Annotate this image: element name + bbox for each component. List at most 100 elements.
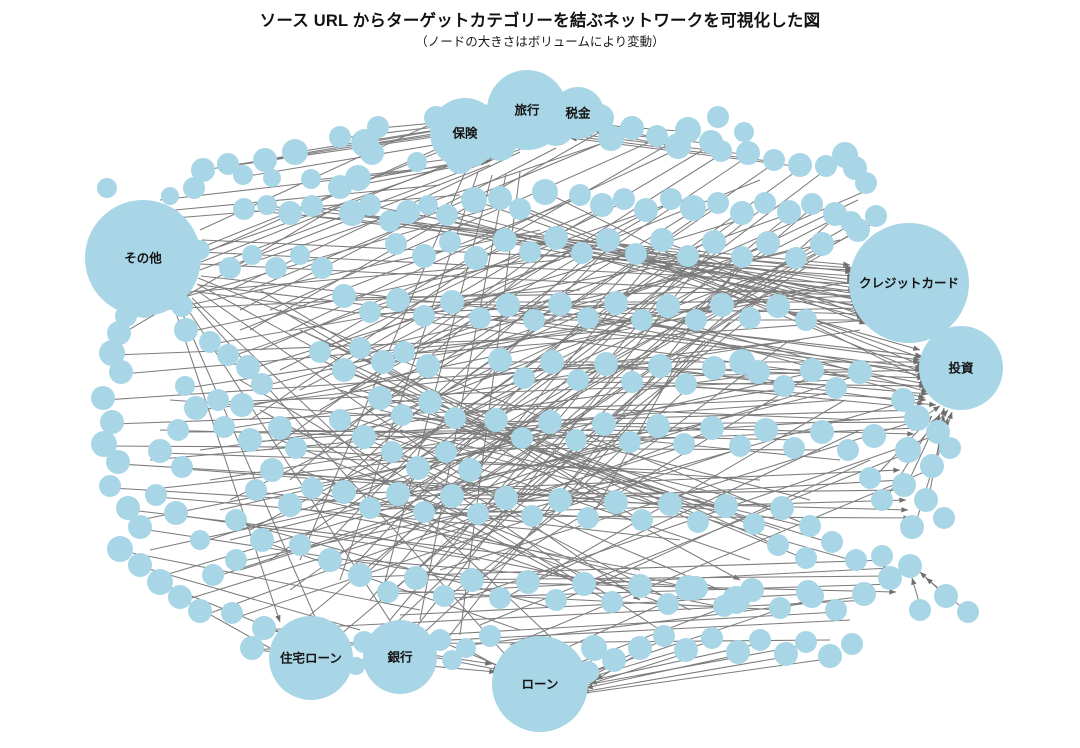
graph-node-bank[interactable] [363, 620, 437, 694]
graph-node[interactable] [257, 195, 277, 215]
graph-node[interactable] [862, 424, 886, 448]
graph-node[interactable] [282, 139, 308, 165]
graph-node[interactable] [602, 648, 626, 672]
graph-node[interactable] [240, 636, 264, 660]
graph-node[interactable] [621, 371, 643, 393]
graph-node[interactable] [674, 638, 698, 662]
graph-node[interactable] [301, 195, 323, 217]
graph-node[interactable] [469, 307, 491, 329]
graph-node[interactable] [592, 412, 616, 436]
graph-node[interactable] [509, 198, 531, 220]
graph-node[interactable] [777, 200, 801, 224]
graph-node[interactable] [604, 490, 628, 514]
graph-node[interactable] [548, 292, 572, 316]
graph-node[interactable] [675, 117, 701, 143]
graph-node[interactable] [91, 431, 117, 457]
graph-node[interactable] [109, 360, 133, 384]
graph-node[interactable] [332, 284, 356, 308]
graph-node[interactable] [253, 148, 277, 172]
graph-node[interactable] [348, 563, 372, 587]
graph-node[interactable] [329, 409, 351, 431]
graph-node[interactable] [440, 290, 464, 314]
graph-node[interactable] [815, 155, 837, 177]
graph-node[interactable] [634, 198, 658, 222]
graph-node[interactable] [795, 309, 817, 331]
graph-node[interactable] [957, 601, 979, 623]
graph-node[interactable] [625, 243, 647, 265]
graph-node[interactable] [191, 158, 215, 182]
graph-node[interactable] [349, 337, 371, 359]
graph-node[interactable] [714, 494, 738, 518]
graph-node[interactable] [596, 228, 620, 252]
graph-node[interactable] [147, 569, 173, 595]
graph-node[interactable] [107, 536, 133, 562]
graph-node[interactable] [488, 348, 512, 372]
graph-node[interactable] [933, 507, 955, 529]
graph-node[interactable] [548, 488, 572, 512]
graph-node[interactable] [658, 492, 682, 516]
graph-node[interactable] [236, 355, 260, 379]
graph-node[interactable] [493, 228, 517, 252]
graph-node[interactable] [939, 437, 961, 459]
graph-node[interactable] [360, 141, 384, 165]
graph-node[interactable] [385, 233, 407, 255]
graph-node[interactable] [278, 201, 302, 225]
graph-node[interactable] [440, 484, 464, 508]
graph-node[interactable] [207, 389, 229, 411]
graph-node[interactable] [837, 439, 859, 461]
graph-node[interactable] [252, 616, 276, 640]
graph-node[interactable] [920, 454, 944, 478]
graph-node[interactable] [238, 428, 262, 452]
graph-node[interactable] [404, 566, 428, 590]
graph-node[interactable] [825, 377, 847, 399]
graph-node[interactable] [743, 513, 765, 535]
graph-node[interactable] [934, 584, 958, 608]
graph-node[interactable] [107, 321, 131, 345]
graph-node[interactable] [250, 528, 274, 552]
graph-node[interactable] [821, 531, 843, 553]
graph-node[interactable] [488, 186, 512, 210]
graph-node[interactable] [359, 497, 381, 519]
graph-node[interactable] [601, 591, 623, 613]
graph-node[interactable] [631, 309, 653, 331]
graph-node[interactable] [128, 553, 152, 577]
graph-node[interactable] [412, 244, 436, 268]
graph-node[interactable] [242, 245, 262, 265]
graph-node[interactable] [763, 149, 785, 171]
graph-node[interactable] [161, 187, 179, 205]
graph-node[interactable] [513, 367, 535, 389]
graph-node[interactable] [571, 242, 593, 264]
graph-node[interactable] [577, 307, 599, 329]
graph-node[interactable] [845, 549, 867, 571]
graph-node[interactable] [702, 230, 726, 254]
graph-node[interactable] [749, 629, 771, 651]
graph-node[interactable] [648, 354, 672, 378]
graph-node[interactable] [538, 410, 562, 434]
graph-node[interactable] [99, 475, 121, 497]
graph-node[interactable] [461, 187, 487, 213]
graph-node[interactable] [900, 515, 924, 539]
graph-node[interactable] [413, 501, 435, 523]
graph-node[interactable] [301, 477, 323, 499]
graph-node[interactable] [233, 165, 253, 185]
graph-node[interactable] [339, 200, 365, 226]
graph-node[interactable] [846, 218, 870, 242]
graph-node[interactable] [442, 650, 462, 670]
graph-node[interactable] [213, 416, 235, 438]
graph-node[interactable] [926, 420, 950, 444]
graph-node[interactable] [572, 572, 596, 596]
graph-node[interactable] [909, 599, 931, 621]
graph-node[interactable] [613, 188, 635, 210]
graph-node[interactable] [467, 503, 489, 525]
graph-node[interactable] [700, 416, 724, 440]
graph-node[interactable] [456, 638, 476, 658]
graph-node[interactable] [251, 373, 273, 395]
graph-node[interactable] [628, 636, 652, 660]
graph-node[interactable] [406, 456, 430, 480]
graph-node[interactable] [677, 245, 699, 267]
graph-node[interactable] [458, 458, 482, 482]
graph-node[interactable] [464, 246, 488, 270]
graph-node[interactable] [439, 231, 461, 253]
graph-node[interactable] [260, 458, 284, 482]
graph-node[interactable] [754, 418, 778, 442]
